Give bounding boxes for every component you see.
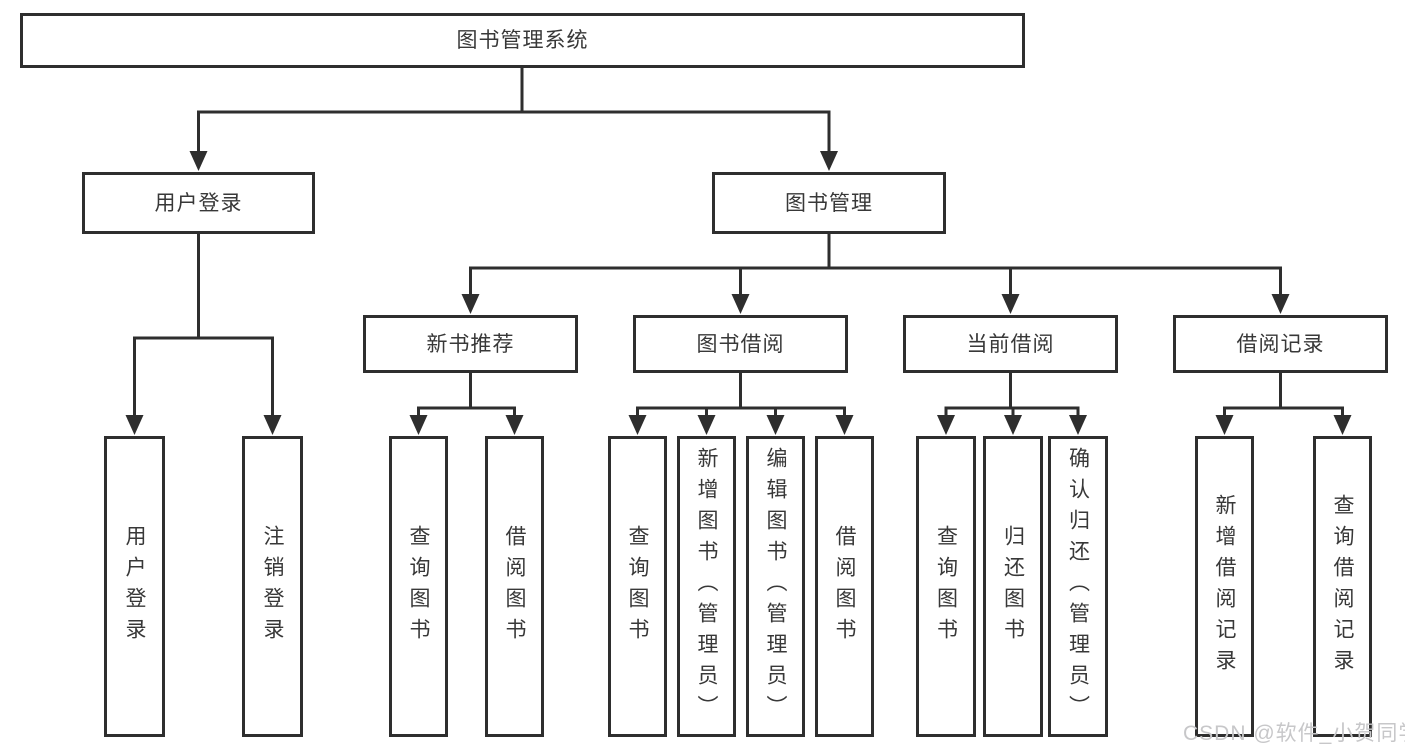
leaf-borrow-books-recommend: 借阅图书 [485,436,544,737]
leaf-edit-book-admin: 编辑图书（管理员） [746,436,805,737]
leaf-user-login: 用户登录 [104,436,165,737]
leaf-confirm-return-admin: 确认归还（管理员） [1048,436,1108,737]
leaf-query-books-recommend: 查询图书 [389,436,448,737]
node-new-book-recommend: 新书推荐 [363,315,578,373]
leaf-add-book-admin: 新增图书（管理员） [677,436,736,737]
leaf-query-books-current: 查询图书 [916,436,976,737]
leaf-query-books-borrow: 查询图书 [608,436,667,737]
node-root: 图书管理系统 [20,13,1025,68]
node-current-borrow: 当前借阅 [903,315,1118,373]
node-user-login: 用户登录 [82,172,315,234]
leaf-query-borrow-record: 查询借阅记录 [1313,436,1372,737]
leaf-logout: 注销登录 [242,436,303,737]
watermark: CSDN @软件_小贺同学 [1183,722,1405,745]
node-borrow-records: 借阅记录 [1173,315,1388,373]
leaf-add-borrow-record: 新增借阅记录 [1195,436,1254,737]
leaf-borrow-books: 借阅图书 [815,436,874,737]
node-book-borrow: 图书借阅 [633,315,848,373]
node-book-management: 图书管理 [712,172,946,234]
leaf-return-book: 归还图书 [983,436,1043,737]
